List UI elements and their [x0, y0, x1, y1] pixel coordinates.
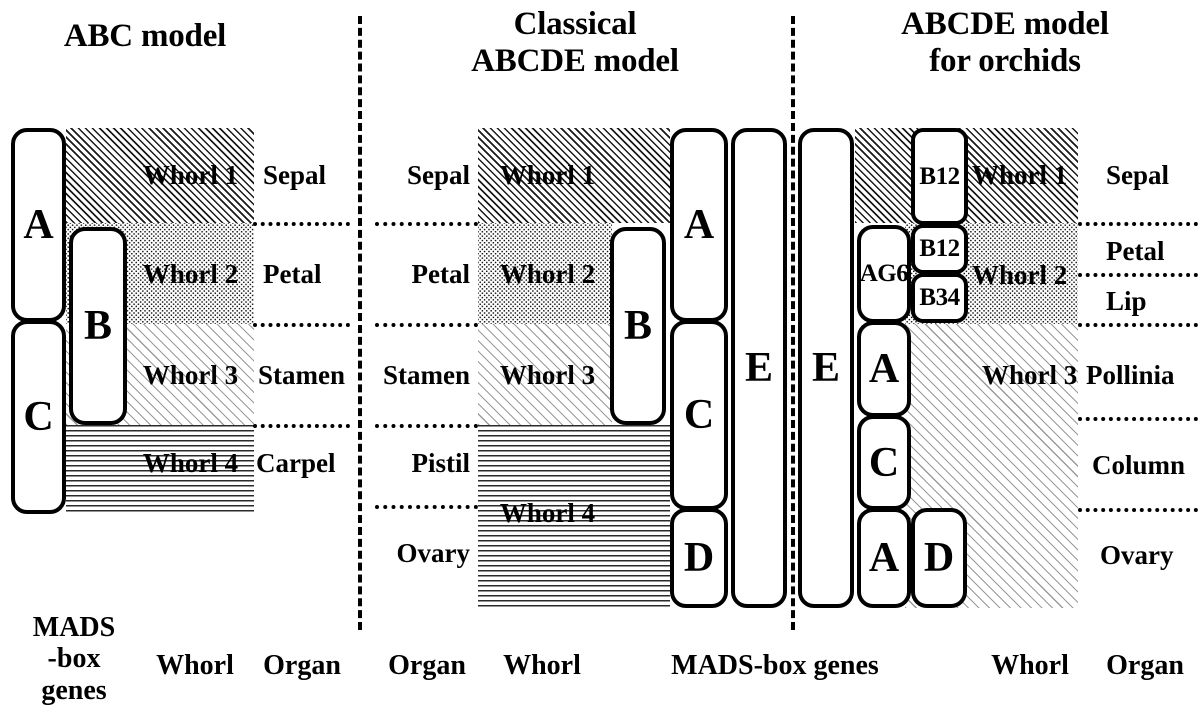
gene-box-b12-orchid-petal[interactable]: B12 — [911, 224, 968, 274]
organ-label-abc-carpel: Carpel — [256, 448, 336, 478]
organ-separator-orchid-2 — [1078, 273, 1198, 277]
gene-box-d-orchid[interactable]: D — [911, 508, 967, 608]
organ-separator-classical-4 — [375, 505, 478, 509]
gene-label: B34 — [919, 284, 960, 311]
whorl-label-abc-1: Whorl 1 — [142, 160, 239, 190]
whorl-label-classical-2: Whorl 2 — [499, 259, 596, 289]
footer-caption-orchid-organ: Organ — [1106, 650, 1184, 681]
gene-label: C — [23, 394, 54, 440]
organ-label-classical-petal: Petal — [411, 259, 470, 289]
organ-separator-classical-2 — [375, 323, 478, 327]
gene-box-b34-orchid-lip[interactable]: B34 — [911, 273, 968, 323]
gene-box-a-abc[interactable]: A — [11, 128, 66, 322]
gene-box-a-orchid-pollinia[interactable]: A — [857, 321, 911, 417]
whorl-label-orchid-1: Whorl 1 — [972, 160, 1068, 190]
organ-label-classical-ovary: Ovary — [396, 538, 471, 568]
gene-label: B — [623, 303, 652, 349]
gene-box-ag6-orchid[interactable]: AG6 — [857, 225, 911, 323]
whorl-label-orchid-3: Whorl 3 — [982, 360, 1078, 390]
whorl-label-classical-4: Whorl 4 — [499, 498, 596, 528]
gene-label: E — [811, 345, 840, 391]
gene-label: B12 — [919, 162, 960, 190]
panel-title-abcde-orchids: ABCDE model for orchids — [901, 6, 1109, 79]
gene-box-e-orchid[interactable]: E — [798, 128, 854, 608]
footer-caption-orchid-genes: MADS-box genes — [671, 650, 879, 681]
footer-caption-abc-organ: Organ — [263, 650, 341, 681]
organ-label-orchid-column: Column — [1092, 450, 1186, 480]
whorl-label-classical-3: Whorl 3 — [499, 360, 596, 390]
whorl-label-abc-4: Whorl 4 — [142, 448, 239, 478]
whorl-band-3-classical — [478, 324, 612, 425]
gene-box-d-classical[interactable]: D — [670, 508, 728, 608]
whorl-band-1-classical — [478, 128, 670, 223]
whorl-label-orchid-2: Whorl 2 — [972, 260, 1068, 290]
organ-separator-classical-1 — [375, 222, 478, 226]
panel-title-abc: ABC model — [63, 18, 227, 54]
whorl-band-1-abc — [66, 128, 254, 223]
gene-box-a-orchid-ovary[interactable]: A — [857, 508, 911, 608]
organ-separator-orchid-3 — [1078, 323, 1198, 327]
gene-box-a-classical[interactable]: A — [670, 128, 728, 322]
organ-separator-orchid-5 — [1078, 508, 1198, 512]
organ-label-classical-pistil: Pistil — [411, 448, 471, 478]
panel-title-classical-abcde: Classical ABCDE model — [471, 6, 679, 79]
gene-label: D — [923, 535, 955, 581]
organ-separator-abc-2 — [253, 323, 350, 327]
organ-label-abc-sepal: Sepal — [263, 160, 327, 190]
organ-separator-abc-3 — [253, 424, 350, 428]
organ-label-orchid-petal: Petal — [1106, 236, 1165, 266]
whorl-band-4-abc — [66, 425, 254, 513]
gene-label: A — [683, 202, 715, 248]
gene-label: A — [868, 535, 900, 581]
organ-separator-abc-1 — [253, 222, 350, 226]
whorl-label-abc-3: Whorl 3 — [142, 360, 239, 390]
organ-label-abc-petal: Petal — [263, 259, 322, 289]
organ-separator-orchid-1 — [1078, 222, 1198, 226]
organ-label-classical-sepal: Sepal — [406, 160, 470, 190]
gene-box-c-abc[interactable]: C — [11, 320, 66, 514]
panel-divider-right — [791, 16, 795, 630]
gene-label: B12 — [919, 235, 960, 262]
gene-label: D — [683, 535, 715, 581]
gene-box-b-abc[interactable]: B — [69, 227, 127, 425]
gene-label: C — [868, 439, 900, 486]
organ-label-orchid-lip: Lip — [1106, 286, 1147, 316]
organ-separator-classical-3 — [375, 424, 478, 428]
gene-label: A — [23, 202, 54, 248]
footer-caption-abc-genes: MADS -box genes — [32, 612, 116, 706]
footer-caption-classical-whorl: Whorl — [503, 650, 581, 681]
panel-divider-left — [358, 16, 362, 630]
organ-label-abc-stamen: Stamen — [258, 360, 345, 390]
organ-separator-orchid-4 — [1078, 417, 1198, 421]
organ-label-orchid-pollinia: Pollinia — [1086, 360, 1175, 390]
gene-label: AG6 — [859, 260, 909, 287]
organ-label-classical-stamen: Stamen — [383, 360, 470, 390]
footer-caption-orchid-whorl: Whorl — [991, 650, 1069, 681]
gene-label: A — [868, 346, 900, 392]
whorl-band-4-classical — [478, 425, 670, 608]
gene-box-c-classical[interactable]: C — [670, 320, 728, 510]
gene-label: C — [683, 392, 715, 438]
gene-box-c-orchid[interactable]: C — [857, 415, 911, 510]
gene-label: B — [83, 303, 112, 349]
gene-box-b12-orchid-sepal[interactable]: B12 — [911, 128, 968, 225]
whorl-label-abc-2: Whorl 2 — [142, 259, 239, 289]
whorl-label-classical-1: Whorl 1 — [499, 160, 596, 190]
organ-label-orchid-sepal: Sepal — [1106, 160, 1170, 190]
organ-label-orchid-ovary: Ovary — [1100, 540, 1174, 570]
whorl-band-2-classical — [478, 223, 612, 324]
footer-caption-abc-whorl: Whorl — [156, 650, 234, 681]
gene-box-b-classical[interactable]: B — [610, 227, 666, 425]
footer-caption-classical-organ: Organ — [388, 650, 466, 681]
gene-box-e-classical[interactable]: E — [731, 128, 787, 608]
gene-label: E — [744, 345, 773, 391]
